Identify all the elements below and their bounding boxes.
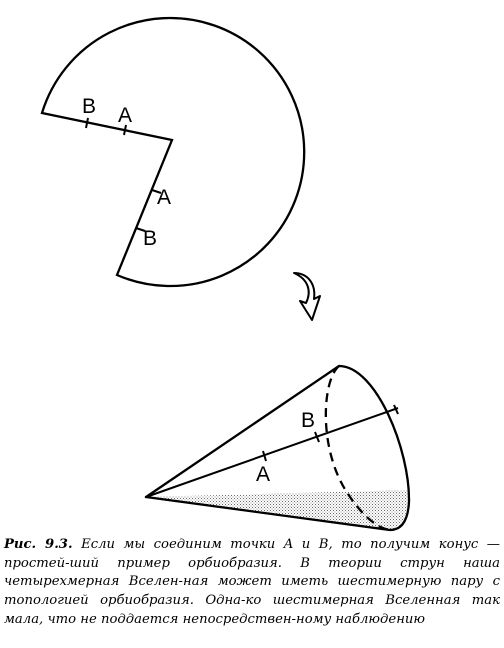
circular-sector: B A A B: [40, 16, 306, 288]
cone-shaded-base: [146, 490, 409, 530]
cone-base-hidden-arc: [324, 365, 391, 532]
sector-tick-a2: [151, 189, 162, 194]
sector-label-a-top: A: [118, 104, 132, 127]
curved-arrow-icon: [293, 272, 321, 321]
cone: B A: [144, 364, 411, 532]
cone-base-front-arc: [338, 364, 411, 532]
figure-number: Рис. 9.3.: [4, 537, 73, 552]
caption-line-3: ная может иметь шестимерную пару с топол…: [4, 574, 500, 609]
cone-tick-far: [393, 404, 399, 415]
sector-tick-b: [85, 117, 89, 129]
cone-label-b: B: [301, 409, 315, 432]
caption-line-2: ший пример орбиобразия. В теории струн н…: [4, 555, 500, 590]
caption-line-5: ному наблюдению: [296, 611, 425, 627]
sector-label-a-side: A: [157, 186, 171, 209]
sector-tick-a: [123, 124, 127, 136]
figure-caption: Рис. 9.3. Если мы соединим точки A и B, …: [4, 536, 500, 630]
caption-line-4: ко шестимерная Вселенная так мала, что н…: [4, 593, 500, 627]
cone-label-a: A: [256, 463, 270, 486]
cone-tick-b: [314, 431, 320, 443]
sector-label-b-top: B: [82, 95, 96, 118]
sector-tick-b2: [135, 227, 146, 232]
cone-upper-edge: [144, 364, 341, 499]
cone-lower-edge: [144, 495, 392, 532]
cone-tick-a: [262, 450, 267, 462]
figure-illustration: B A A B B A: [40, 16, 411, 532]
sector-label-b-side: B: [143, 227, 157, 250]
cone-seam-line: [145, 407, 399, 498]
caption-line-1: Если мы соединим точки A и B, то получим…: [4, 537, 500, 571]
sector-outline: [40, 16, 306, 288]
